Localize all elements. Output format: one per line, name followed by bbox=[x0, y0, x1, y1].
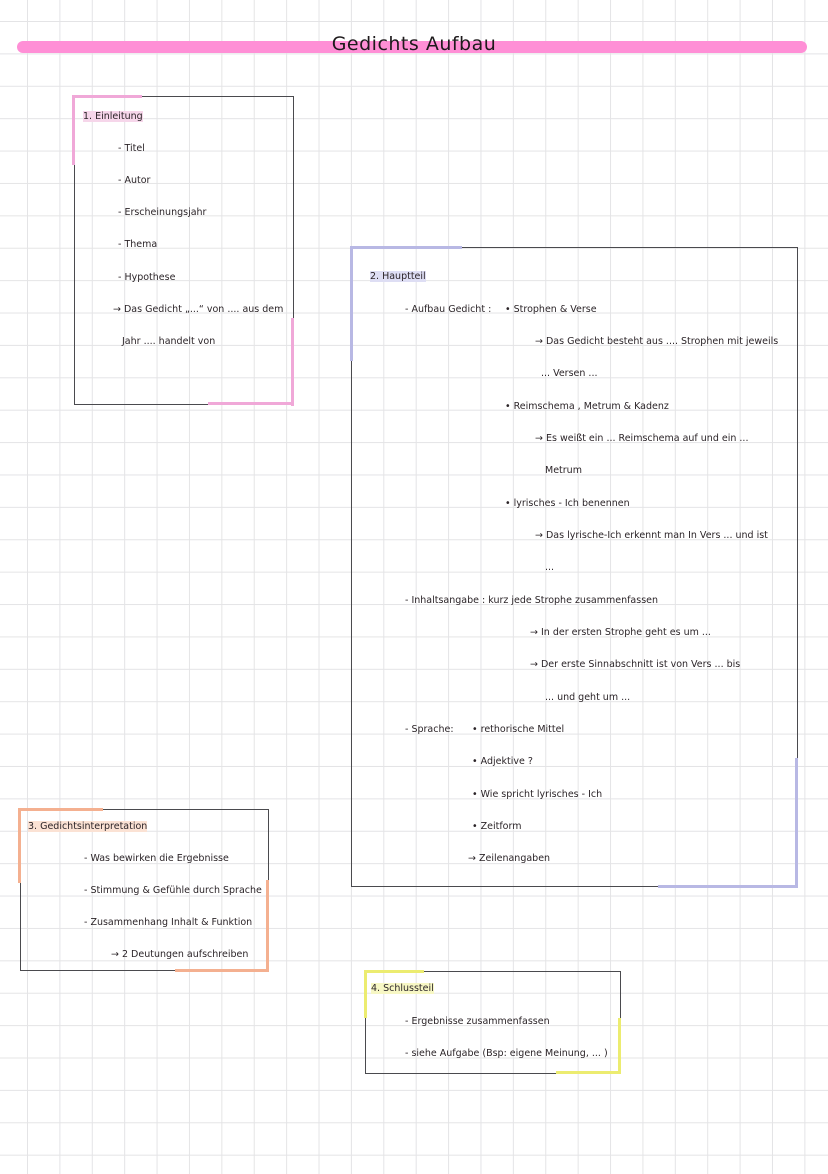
section1-item: - Titel bbox=[118, 143, 145, 154]
sprache-item: • Wie spricht lyrisches - Ich bbox=[472, 789, 603, 800]
section3-item: - Stimmung & Gefühle durch Sprache bbox=[84, 885, 262, 896]
sprache-item: • Adjektive ? bbox=[472, 756, 533, 767]
highlight-corner bbox=[350, 246, 353, 361]
section4-heading: 4. Schlussteil bbox=[371, 983, 434, 994]
inhalt-label: - Inhaltsangabe : kurz jede Strophe zusa… bbox=[405, 595, 659, 606]
section3-item: - Was bewirken die Ergebnisse bbox=[84, 853, 229, 864]
aufbau-label: - Aufbau Gedicht : bbox=[405, 304, 492, 315]
highlight-corner bbox=[266, 880, 269, 972]
highlight-corner bbox=[364, 970, 367, 1018]
inhalt-arrow: → In der ersten Strophe geht es um ... bbox=[530, 627, 711, 638]
section4-item: - siehe Aufgabe (Bsp: eigene Meinung, ..… bbox=[405, 1048, 608, 1059]
highlight-corner bbox=[72, 95, 142, 98]
aufbau-arrow: → Das lyrische-Ich erkennt man In Vers .… bbox=[535, 530, 768, 541]
page-title: Gedichts Aufbau bbox=[331, 33, 497, 55]
aufbau-arrow: → Das Gedicht besteht aus .... Strophen … bbox=[535, 336, 779, 347]
sprache-item: • rethorische Mittel bbox=[472, 724, 565, 735]
section2-heading: 2. Hauptteil bbox=[370, 271, 426, 282]
aufbau-bullet: • Reimschema , Metrum & Kadenz bbox=[505, 401, 669, 412]
section3-heading: 3. Gedichtsinterpretation bbox=[28, 821, 148, 832]
aufbau-arrow: Metrum bbox=[545, 465, 582, 476]
section1-arrow-line: → Das Gedicht „...“ von .... aus dem bbox=[113, 304, 284, 315]
section3-arrow: → 2 Deutungen aufschreiben bbox=[111, 949, 249, 960]
aufbau-bullet: • lyrisches - Ich benennen bbox=[505, 498, 630, 509]
highlight-corner bbox=[350, 246, 462, 249]
section1-item: - Autor bbox=[118, 175, 151, 186]
aufbau-bullet: • Strophen & Verse bbox=[505, 304, 597, 315]
inhalt-arrow: ... und geht um ... bbox=[545, 692, 631, 703]
sprache-item: • Zeitform bbox=[472, 821, 522, 832]
highlight-corner bbox=[291, 318, 294, 406]
aufbau-arrow: ... bbox=[545, 562, 555, 573]
section1-item: - Hypothese bbox=[118, 272, 176, 283]
highlight-corner bbox=[72, 95, 75, 165]
section1-arrow-line: Jahr .... handelt von bbox=[122, 336, 216, 347]
section-einleitung-box bbox=[74, 96, 294, 405]
highlight-corner bbox=[658, 885, 798, 888]
section3-item: - Zusammenhang Inhalt & Funktion bbox=[84, 917, 253, 928]
highlight-corner bbox=[208, 402, 294, 405]
aufbau-arrow: → Es weißt ein ... Reimschema auf und ei… bbox=[535, 433, 749, 444]
highlight-corner bbox=[175, 969, 269, 972]
highlight-corner bbox=[18, 808, 103, 811]
section1-item: - Thema bbox=[118, 239, 158, 250]
section1-item: - Erscheinungsjahr bbox=[118, 207, 207, 218]
highlight-corner bbox=[795, 758, 798, 888]
highlight-corner bbox=[556, 1071, 621, 1074]
sprache-label: - Sprache: bbox=[405, 724, 454, 735]
sprache-arrow: → Zeilenangaben bbox=[468, 853, 551, 864]
section4-item: - Ergebnisse zusammenfassen bbox=[405, 1016, 550, 1027]
section1-heading: 1. Einleitung bbox=[83, 111, 143, 122]
inhalt-arrow: → Der erste Sinnabschnitt ist von Vers .… bbox=[530, 659, 741, 670]
aufbau-arrow: ... Versen ... bbox=[541, 368, 598, 379]
highlight-corner bbox=[18, 808, 21, 883]
highlight-corner bbox=[618, 1018, 621, 1074]
title-highlight-bar bbox=[17, 41, 807, 53]
highlight-corner bbox=[364, 970, 424, 973]
section-hauptteil-box bbox=[351, 247, 798, 887]
